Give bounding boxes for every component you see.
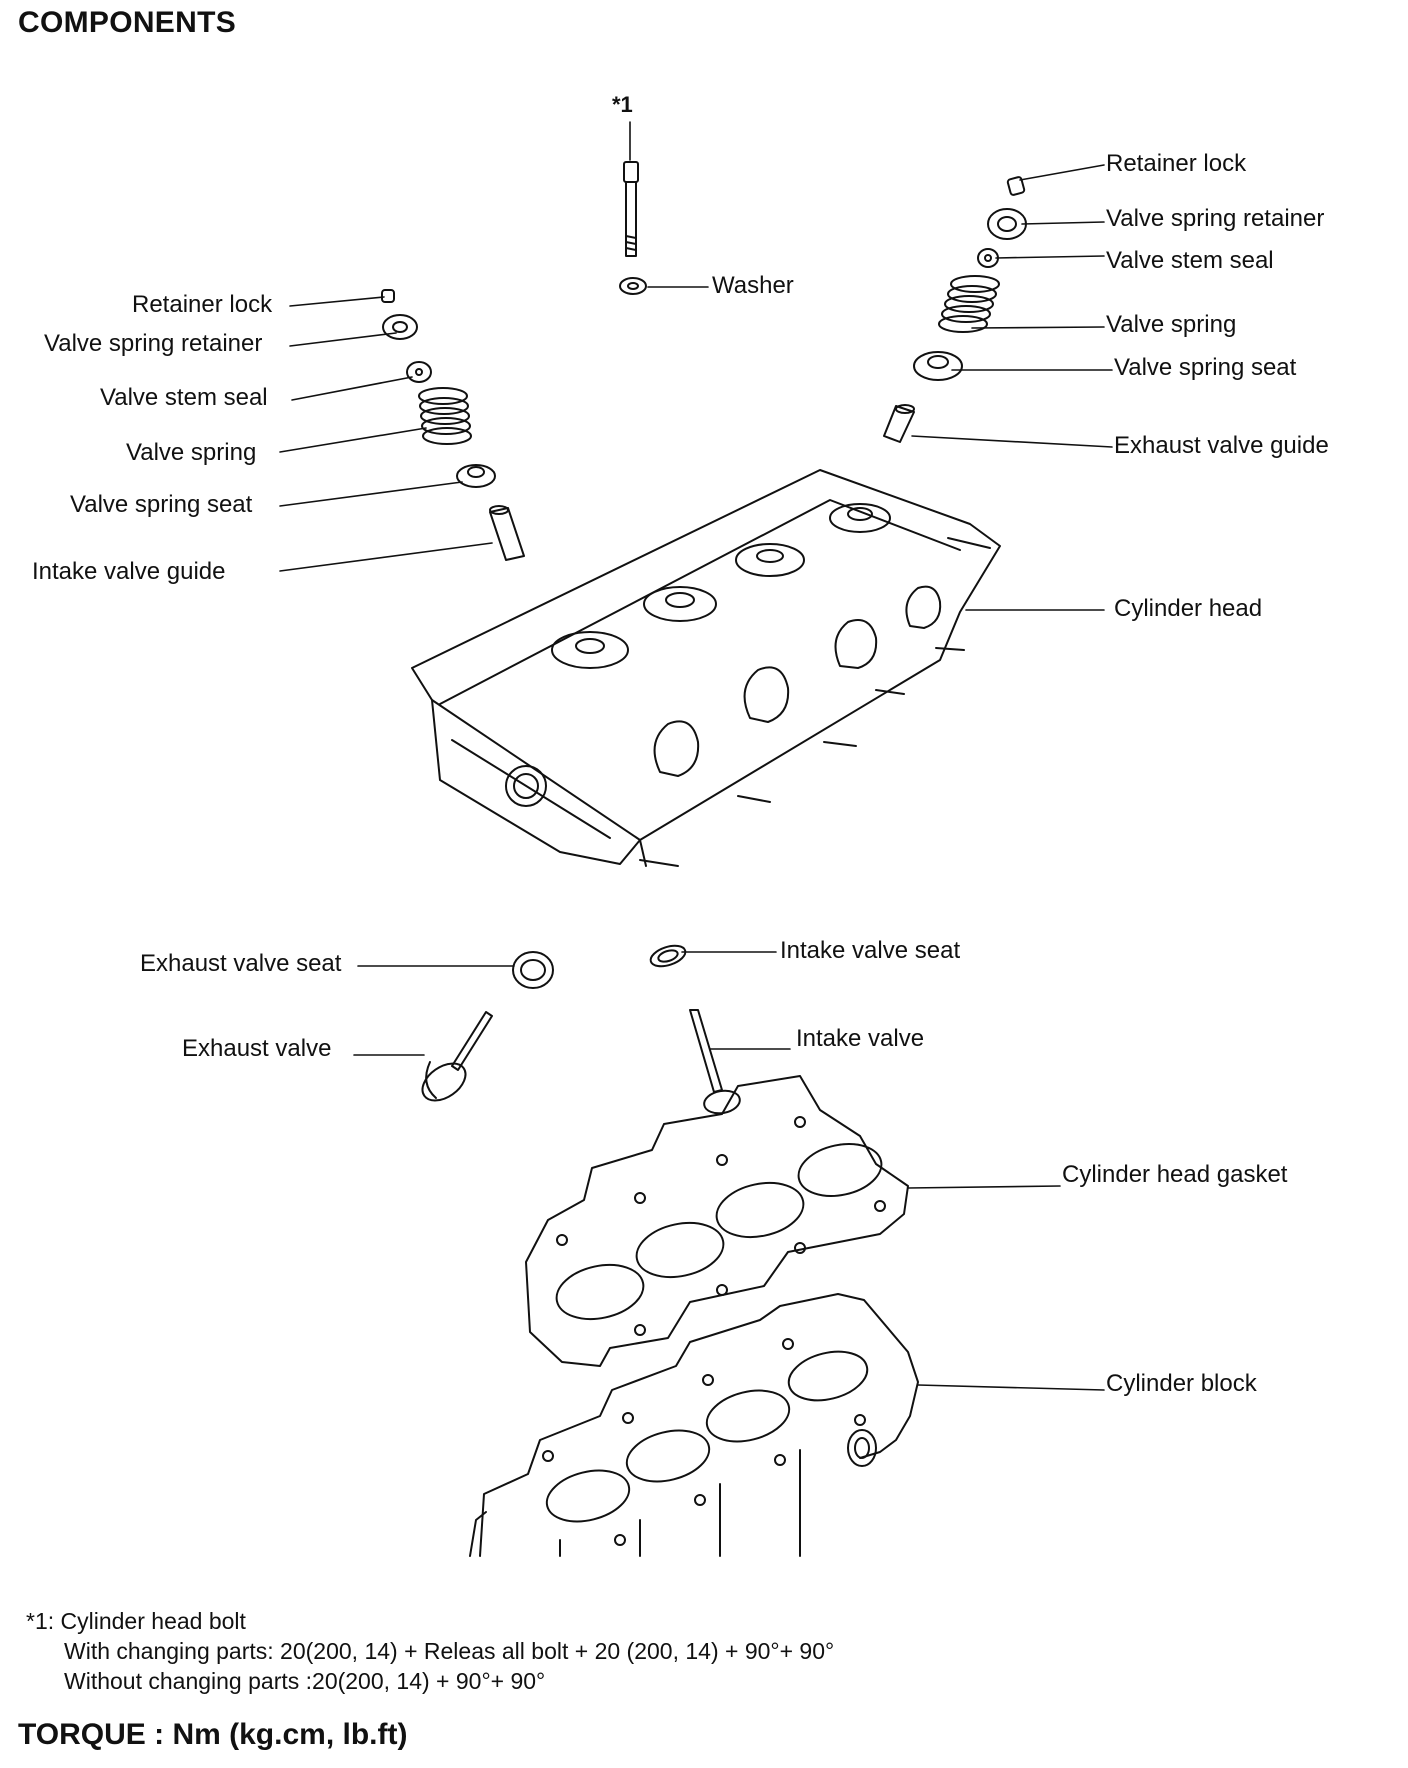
intake-valve-guide-icon: [489, 505, 525, 561]
washer-label: Washer: [712, 272, 794, 299]
exhaust-valve-guide-icon: [883, 404, 915, 443]
right-valve-spring-retainer-icon: [987, 208, 1027, 240]
exhaust-valve-seat-label: Exhaust valve seat: [140, 950, 342, 977]
left-valve-spring-retainer-label: Valve spring retainer: [44, 330, 263, 357]
right-valve-stem-seal-icon: [977, 248, 999, 268]
left-valve-stem-seal-icon: [406, 361, 432, 383]
cylinder-head-label: Cylinder head: [1114, 595, 1263, 622]
cylinder-head-gasket-icon: [525, 1075, 909, 1367]
intake-valve-seat-icon: [649, 944, 687, 968]
right-retainer-lock-label: Retainer lock: [1106, 150, 1247, 177]
exhaust-valve-guide-label: Exhaust valve guide: [1114, 432, 1329, 459]
bolt-callout-mark: *1: [612, 92, 633, 117]
left-retainer-lock-label: Retainer lock: [132, 291, 273, 318]
bolt-note-with-changing: With changing parts: 20(200, 14) + Relea…: [64, 1638, 835, 1664]
bolt-note-heading: *1: Cylinder head bolt: [26, 1608, 246, 1634]
left-valve-spring-label: Valve spring: [126, 439, 257, 466]
page-title: COMPONENTS: [18, 6, 237, 39]
right-valve-stem-seal-label: Valve stem seal: [1106, 247, 1274, 274]
right-valve-spring-seat-icon: [913, 351, 963, 381]
right-retainer-lock-icon: [1006, 176, 1026, 196]
exhaust-valve-label: Exhaust valve: [182, 1035, 332, 1062]
washer-icon: [619, 277, 647, 295]
right-valve-spring-icon: [938, 275, 1000, 333]
intake-valve-seat-label: Intake valve seat: [780, 937, 961, 964]
bolt-note-without-changing: Without changing parts :20(200, 14) + 90…: [64, 1668, 546, 1694]
cylinder-block-icon: [469, 1293, 919, 1557]
right-valve-spring-seat-label: Valve spring seat: [1114, 354, 1297, 381]
torque-units: TORQUE : Nm (kg.cm, lb.ft): [18, 1718, 408, 1751]
cylinder-head-icon: [411, 469, 1001, 867]
right-valve-spring-retainer-label: Valve spring retainer: [1106, 205, 1325, 232]
intake-valve-guide-label: Intake valve guide: [32, 558, 226, 585]
left-valve-spring-seat-label: Valve spring seat: [70, 491, 253, 518]
cylinder-head-gasket-label: Cylinder head gasket: [1062, 1161, 1288, 1188]
left-valve-spring-retainer-icon: [382, 314, 418, 340]
cylinder-head-bolt-icon: [623, 161, 639, 257]
exhaust-valve-icon: [421, 1011, 493, 1102]
left-retainer-lock-icon: [381, 289, 395, 303]
intake-valve-icon: [689, 1009, 741, 1115]
cylinder-block-label: Cylinder block: [1106, 1370, 1257, 1397]
left-valve-stem-seal-label: Valve stem seal: [100, 384, 268, 411]
left-valve-spring-icon: [418, 387, 472, 445]
left-valve-spring-seat-icon: [456, 464, 496, 488]
exhaust-valve-seat-icon: [512, 951, 554, 989]
right-valve-spring-label: Valve spring: [1106, 311, 1237, 338]
leader-lines: [279, 121, 1113, 1391]
intake-valve-label: Intake valve: [796, 1025, 925, 1052]
